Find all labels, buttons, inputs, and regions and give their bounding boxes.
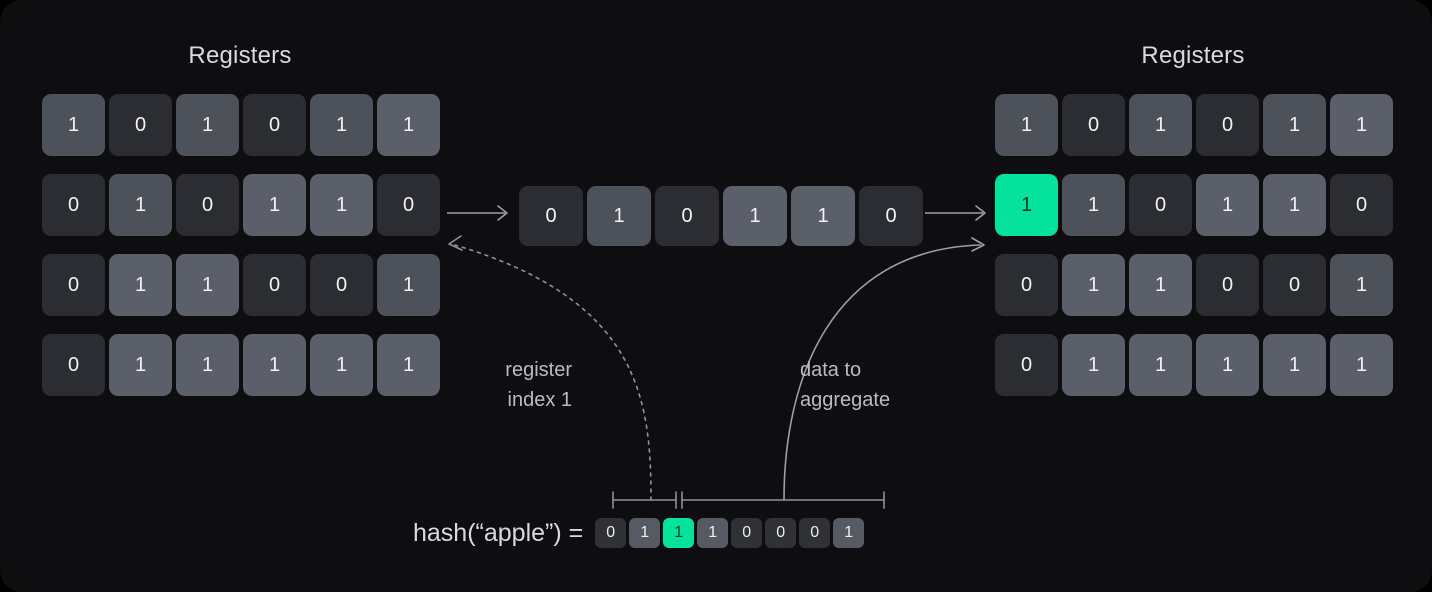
register-cell[interactable]: 0 (1196, 94, 1259, 156)
register-cell[interactable]: 1 (310, 174, 373, 236)
register-cell[interactable]: 1 (109, 254, 172, 316)
register-cell[interactable]: 1 (1263, 334, 1326, 396)
register-cell[interactable]: 0 (1330, 174, 1393, 236)
register-cell[interactable]: 0 (377, 174, 440, 236)
selected-register-cell[interactable]: 1 (587, 186, 651, 246)
left-registers-title: Registers (188, 42, 292, 69)
register-cell[interactable]: 1 (109, 334, 172, 396)
table-row: 0 1 1 1 1 1 (995, 334, 1393, 396)
register-cell[interactable]: 0 (42, 174, 105, 236)
table-row: 0 1 0 1 1 0 (42, 174, 440, 236)
register-cell[interactable]: 0 (995, 334, 1058, 396)
register-cell[interactable]: 0 (176, 174, 239, 236)
register-cell[interactable]: 1 (176, 334, 239, 396)
register-cell[interactable]: 0 (1129, 174, 1192, 236)
register-cell[interactable]: 1 (109, 174, 172, 236)
register-cell[interactable]: 0 (1196, 254, 1259, 316)
register-cell[interactable]: 0 (109, 94, 172, 156)
table-row: 1 0 1 0 1 1 (995, 94, 1393, 156)
register-cell[interactable]: 1 (176, 254, 239, 316)
hash-bit[interactable]: 1 (697, 518, 729, 548)
register-cell[interactable]: 1 (377, 254, 440, 316)
right-registers-grid: 1 0 1 0 1 1 1 1 0 1 1 0 0 1 1 0 0 1 0 1 … (995, 94, 1393, 396)
register-cell[interactable]: 1 (1196, 174, 1259, 236)
selected-register-cell[interactable]: 1 (723, 186, 787, 246)
register-cell[interactable]: 1 (1062, 254, 1125, 316)
hash-segment-bracket (612, 491, 885, 509)
register-cell[interactable]: 1 (377, 334, 440, 396)
register-cell[interactable]: 1 (1330, 334, 1393, 396)
register-index-label: register index 1 (505, 359, 572, 411)
register-cell[interactable]: 0 (310, 254, 373, 316)
register-index-connector (448, 235, 652, 501)
left-registers-grid: 1 0 1 0 1 1 0 1 0 1 1 0 0 1 1 0 0 1 0 1 … (42, 94, 440, 396)
hash-bit[interactable]: 1 (629, 518, 661, 548)
selected-register-row: 0 1 0 1 1 0 (519, 186, 923, 246)
selected-register-cell[interactable]: 0 (859, 186, 923, 246)
register-cell[interactable]: 1 (243, 174, 306, 236)
register-cell[interactable]: 1 (1196, 334, 1259, 396)
hash-row: hash(“apple”) = 0 1 1 1 0 0 0 1 (413, 518, 865, 548)
register-cell[interactable]: 0 (995, 254, 1058, 316)
right-registers-title: Registers (1141, 42, 1245, 69)
arrow-left-to-middle (447, 205, 508, 221)
register-cell[interactable]: 1 (995, 94, 1058, 156)
register-cell[interactable]: 1 (1129, 254, 1192, 316)
register-cell[interactable]: 1 (1263, 94, 1326, 156)
hash-bits: 0 1 1 1 0 0 0 1 (595, 518, 865, 548)
arrow-middle-to-right (925, 205, 986, 221)
table-row: 0 1 1 0 0 1 (42, 254, 440, 316)
register-cell[interactable]: 1 (176, 94, 239, 156)
register-cell[interactable]: 1 (243, 334, 306, 396)
register-cell-updated[interactable]: 1 (995, 174, 1058, 236)
register-cell[interactable]: 0 (1062, 94, 1125, 156)
hash-bit-highlighted[interactable]: 1 (663, 518, 695, 548)
hash-bit[interactable]: 0 (731, 518, 763, 548)
register-cell[interactable]: 1 (1062, 334, 1125, 396)
table-row: 1 1 0 1 1 0 (995, 174, 1393, 236)
register-cell[interactable]: 0 (243, 94, 306, 156)
table-row: 1 0 1 0 1 1 (42, 94, 440, 156)
register-cell[interactable]: 1 (310, 94, 373, 156)
register-cell[interactable]: 1 (310, 334, 373, 396)
data-to-aggregate-connector (783, 237, 985, 501)
register-cell[interactable]: 1 (1129, 334, 1192, 396)
hash-bit[interactable]: 0 (765, 518, 797, 548)
hash-bit[interactable]: 0 (595, 518, 627, 548)
register-cell[interactable]: 1 (377, 94, 440, 156)
selected-register-cell[interactable]: 1 (791, 186, 855, 246)
register-cell[interactable]: 0 (1263, 254, 1326, 316)
register-cell[interactable]: 1 (42, 94, 105, 156)
register-cell[interactable]: 1 (1129, 94, 1192, 156)
register-cell[interactable]: 0 (42, 334, 105, 396)
table-row: 0 1 1 0 0 1 (995, 254, 1393, 316)
register-cell[interactable]: 1 (1263, 174, 1326, 236)
register-cell[interactable]: 1 (1062, 174, 1125, 236)
data-to-aggregate-label: data to aggregate (800, 359, 891, 411)
hash-bit[interactable]: 0 (799, 518, 831, 548)
hash-label: hash(“apple”) = (413, 518, 584, 547)
hash-bit[interactable]: 1 (833, 518, 865, 548)
register-cell[interactable]: 1 (1330, 94, 1393, 156)
selected-register-cell[interactable]: 0 (519, 186, 583, 246)
register-cell[interactable]: 1 (1330, 254, 1393, 316)
selected-register-cell[interactable]: 0 (655, 186, 719, 246)
register-cell[interactable]: 0 (243, 254, 306, 316)
register-cell[interactable]: 0 (42, 254, 105, 316)
table-row: 0 1 1 1 1 1 (42, 334, 440, 396)
